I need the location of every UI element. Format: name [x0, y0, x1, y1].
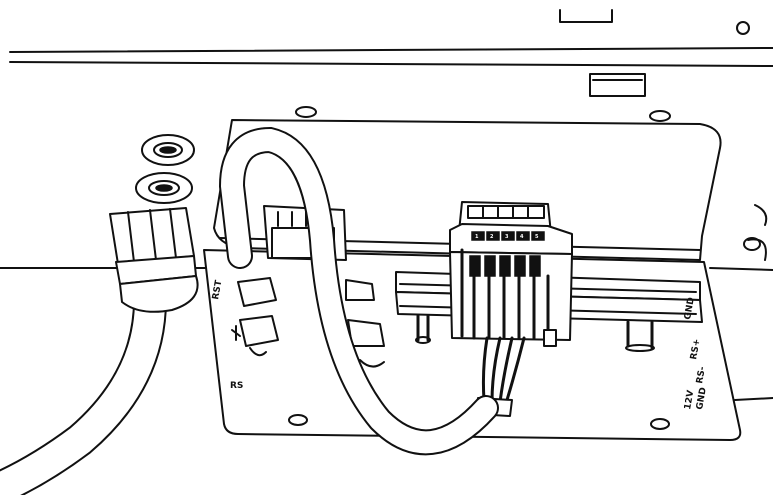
rail-screw-right	[625, 320, 655, 352]
external-cable	[0, 283, 167, 495]
terminal-tag-1: 1	[475, 234, 479, 240]
bracket-label-rst: RST	[211, 279, 224, 301]
sealing-washers	[135, 134, 195, 204]
plate-label-rs-plus: RS+	[689, 338, 702, 360]
terminal-tag-4: 4	[520, 234, 524, 240]
terminal-tag-2: 2	[490, 234, 494, 240]
plate-label-gnd-bottom: GND	[695, 387, 709, 411]
rail-screw-left	[415, 314, 431, 344]
enclosure-top-edge	[9, 9, 773, 97]
plate-label-gnd-top: GND	[683, 297, 697, 321]
terminal-tag-5: 5	[535, 234, 539, 240]
terminal-tag-3: 3	[505, 234, 509, 240]
terminal-block: 1 2 3 4 5	[449, 201, 573, 347]
plate-label-12v: 12V	[683, 390, 696, 411]
plate-label-rs-minus: RS-	[695, 366, 708, 385]
cable-loop	[218, 126, 499, 456]
bracket-label-rs: RS	[230, 381, 243, 391]
cable-gland	[109, 207, 199, 313]
plate-labels: GND RS+ RS- 12V GND	[683, 297, 709, 411]
